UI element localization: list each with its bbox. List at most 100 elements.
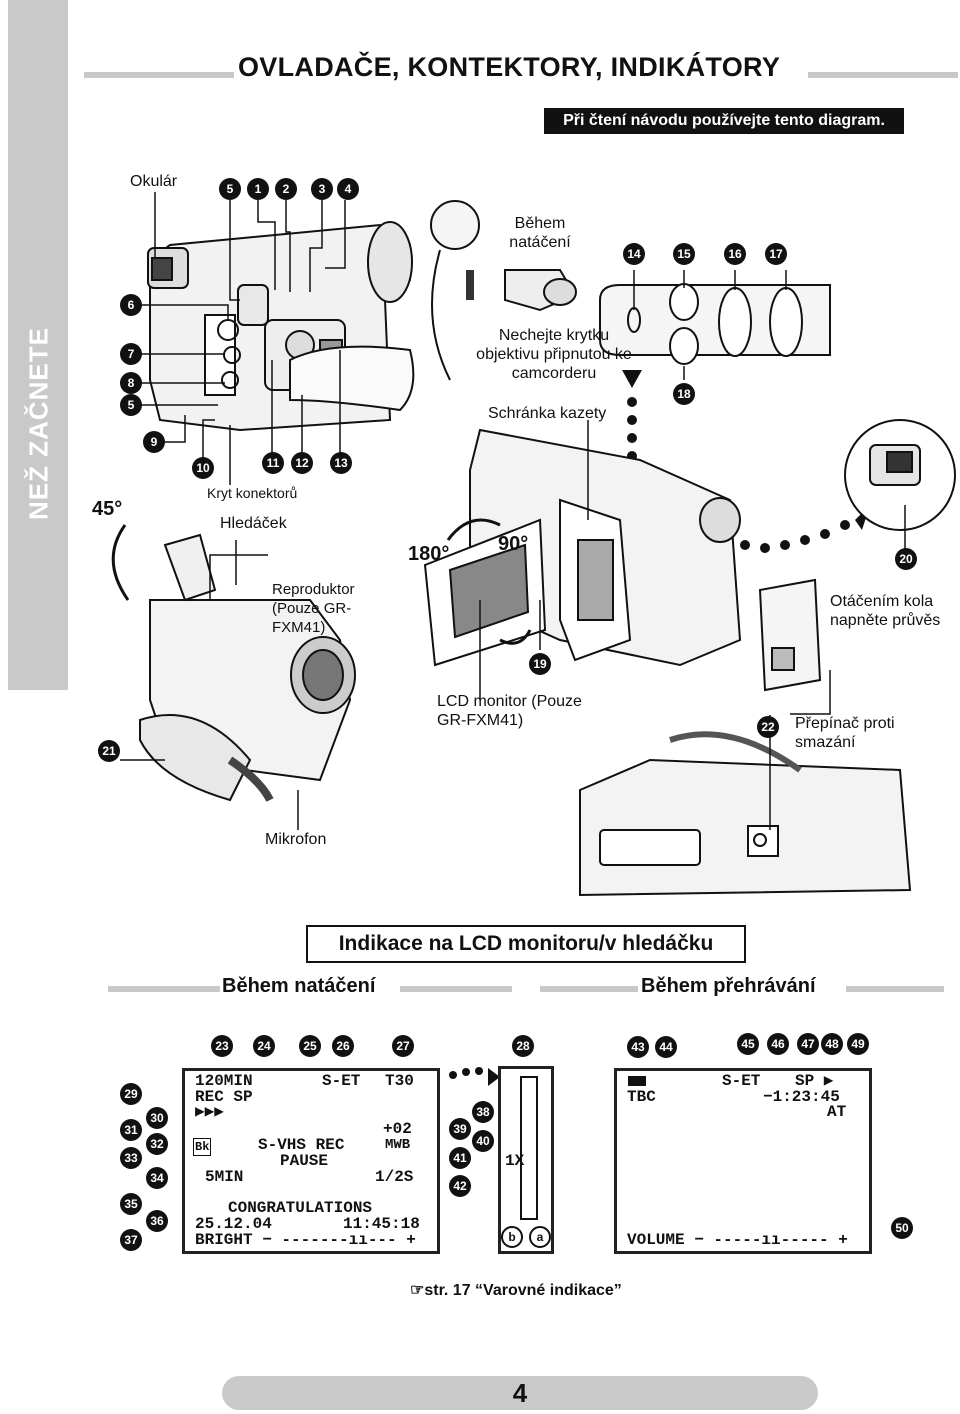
callout-47: 47	[797, 1033, 819, 1055]
label-prepinac: Přepínač proti smazání	[795, 715, 895, 751]
callout-6: 6	[120, 294, 142, 316]
callout-37: 37	[120, 1229, 142, 1251]
callout-15: 15	[673, 243, 695, 265]
callout-36: 36	[146, 1210, 168, 1232]
label-angle-90: 90°	[498, 533, 529, 555]
label-hledacek: Hledáček	[220, 515, 287, 532]
reference-note: ☞str. 17 “Varovné indikace”	[410, 1280, 622, 1300]
indication-title: Indikace na LCD monitoru/v hledáčku	[306, 925, 746, 963]
label-otacenim: Otáčením kola napněte průvěs	[830, 593, 941, 629]
callout-43: 43	[627, 1036, 649, 1058]
callout-42: 42	[449, 1175, 471, 1197]
callout-41: 41	[449, 1147, 471, 1169]
callout-14: 14	[623, 243, 645, 265]
callout-17: 17	[765, 243, 787, 265]
lcd-wind-indicator: ▶▶▶	[195, 1103, 224, 1121]
label-reproduktor: Reproduktor (Pouze GR-FXM41)	[272, 581, 355, 636]
lcd-pause: PAUSE	[280, 1152, 329, 1170]
lcd-mwb: MWB	[385, 1137, 411, 1153]
usage-banner: Při čtení návodu používejte tento diagra…	[544, 108, 904, 134]
callout-33: 33	[120, 1147, 142, 1169]
label-angle-180: 180°	[408, 543, 450, 565]
callout-18: 18	[673, 383, 695, 405]
callout-4: 4	[337, 178, 359, 200]
callout-30: 30	[146, 1107, 168, 1129]
callout-49: 49	[847, 1033, 869, 1055]
callout-a: a	[529, 1226, 551, 1248]
callout-20: 20	[895, 548, 917, 570]
lcd-zoom-panel	[498, 1066, 554, 1254]
lcd-rec-speed: REC SP	[195, 1088, 253, 1106]
callout-38: 38	[472, 1101, 494, 1123]
callout-16: 16	[724, 243, 746, 265]
callout-24: 24	[253, 1035, 275, 1057]
side-tab: NEŽ ZAČNETE	[8, 0, 68, 690]
lcd-playback-screen	[614, 1068, 872, 1254]
lcd-exposure: +02	[383, 1120, 412, 1138]
callout-3: 3	[311, 178, 333, 200]
callout-5a: 5	[219, 178, 241, 200]
label-kryt: Kryt konektorů	[207, 485, 298, 501]
callout-12: 12	[291, 452, 313, 474]
callout-44: 44	[655, 1036, 677, 1058]
lcd-tape-length: 120MIN	[195, 1072, 253, 1090]
callout-28: 28	[512, 1035, 534, 1057]
callout-34: 34	[146, 1167, 168, 1189]
lcd-zoom-ratio: 1X	[505, 1152, 525, 1170]
callout-25: 25	[299, 1035, 321, 1057]
lcd-s-et: S-ET	[322, 1072, 361, 1090]
callout-13: 13	[330, 452, 352, 474]
lcd-volume-bar: VOLUME − -----ıı----- +	[627, 1231, 848, 1249]
recording-heading: Během natáčení	[222, 975, 376, 997]
page-title: OVLADAČE, KONTEKTORY, INDIKÁTORY	[238, 52, 781, 82]
callout-40: 40	[472, 1130, 494, 1152]
callout-29: 29	[120, 1083, 142, 1105]
label-angle-45: 45°	[92, 498, 123, 520]
lcd-shutter: 1/2S	[375, 1168, 414, 1186]
lcd-backlight-icon: Bk	[193, 1138, 212, 1156]
callout-5b: 5	[120, 394, 142, 416]
callout-50: 50	[891, 1217, 913, 1239]
callout-8: 8	[120, 372, 142, 394]
callout-21: 21	[98, 740, 120, 762]
callout-46: 46	[767, 1033, 789, 1055]
callout-1: 1	[247, 178, 269, 200]
lcd-svhs-rec: S-VHS REC	[258, 1136, 345, 1154]
callout-45: 45	[737, 1033, 759, 1055]
pointing-hand-icon: ☞	[410, 1282, 425, 1299]
lcd-tape-counter: −1:23:45	[763, 1088, 840, 1106]
zoom-bar	[520, 1076, 538, 1220]
page-number-pill	[222, 1376, 818, 1410]
callout-11: 11	[262, 452, 284, 474]
lcd-bright-bar: BRIGHT − -------ıı--- +	[195, 1231, 416, 1249]
lcd-title-text: CONGRATULATIONS	[228, 1199, 373, 1217]
callout-31: 31	[120, 1119, 142, 1141]
callout-39: 39	[449, 1118, 471, 1140]
callout-7: 7	[120, 343, 142, 365]
callout-23: 23	[211, 1035, 233, 1057]
page-number: 4	[512, 1378, 528, 1408]
callout-2: 2	[275, 178, 297, 200]
callout-22: 22	[757, 716, 779, 738]
callout-10: 10	[192, 457, 214, 479]
cassette-icon	[628, 1076, 646, 1086]
play-rule-left	[540, 986, 638, 992]
label-nechejte: Nechejte krytku objektivu připnutou ke c…	[476, 327, 632, 382]
lcd-at: AT	[827, 1103, 847, 1121]
lcd-recording-screen	[182, 1068, 440, 1254]
lcd-timer: 5MIN	[205, 1168, 244, 1186]
lcd-zoom-t30: T30	[385, 1072, 414, 1090]
callout-27: 27	[392, 1035, 414, 1057]
header-rule-left	[84, 72, 234, 78]
lcd-play-speed: SP ▶	[795, 1072, 834, 1090]
lcd-play-s-et: S-ET	[722, 1072, 761, 1090]
rec-rule-left	[108, 986, 220, 992]
label-okular: Okulár	[130, 173, 178, 190]
callout-32: 32	[146, 1133, 168, 1155]
label-lcd-monitor: LCD monitor (Pouze GR-FXM41)	[437, 693, 582, 729]
label-mikrofon: Mikrofon	[265, 831, 327, 848]
play-rule-right	[846, 986, 944, 992]
rec-rule-right	[400, 986, 512, 992]
header-rule-right	[808, 72, 958, 78]
